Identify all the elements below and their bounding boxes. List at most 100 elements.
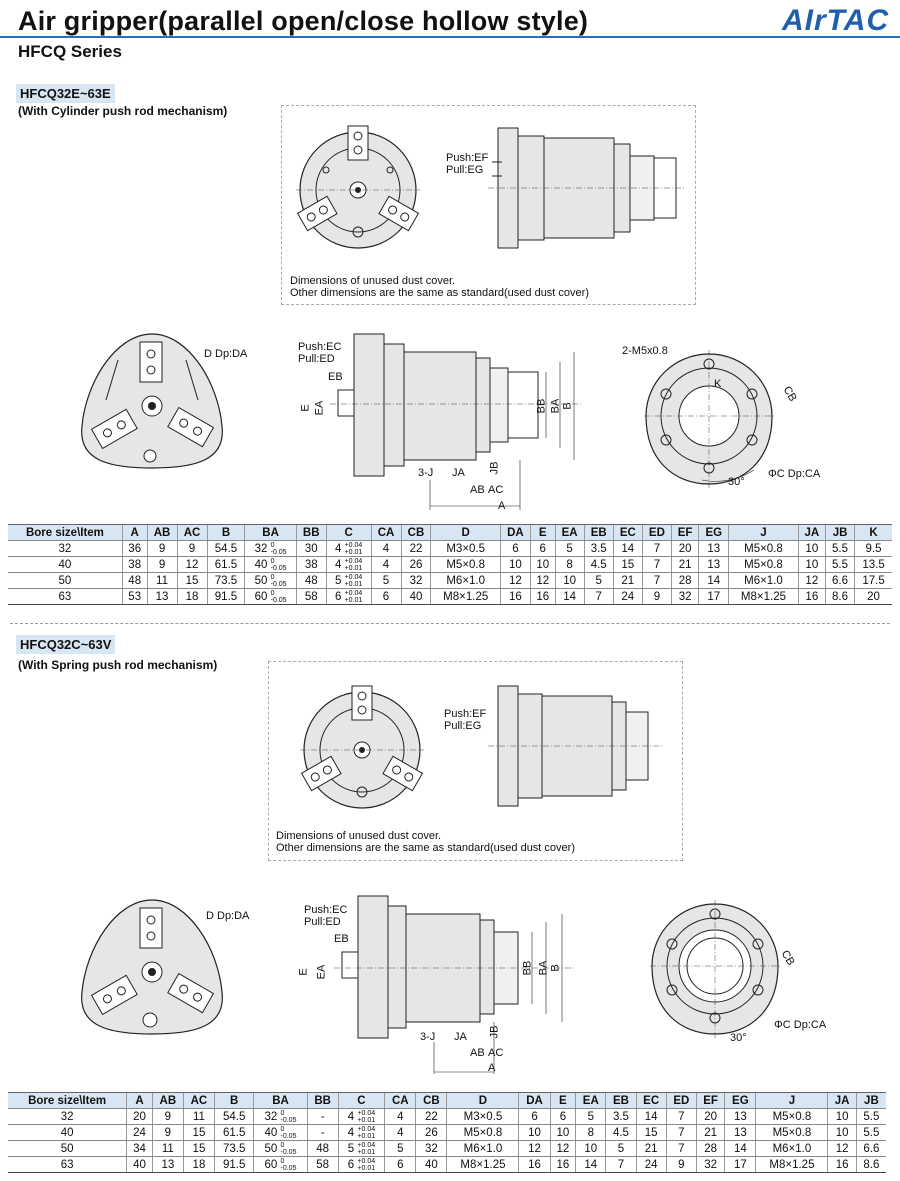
s1-c-dp-ca-label: ΦC Dp:CA (768, 468, 821, 480)
table-header-cell: JB (855, 1092, 886, 1109)
s2-jb-label: JB (488, 1025, 501, 1039)
table-cell: 17.5 (854, 572, 892, 589)
table-cell: 10 (827, 1108, 857, 1125)
table-cell: 4 (370, 556, 401, 573)
table-cell: 21 (670, 556, 699, 573)
s2-dustcover-front-view (300, 685, 424, 809)
table-cell: 34 (126, 1140, 153, 1157)
table-cell: 73.5 (206, 572, 245, 589)
table-header-cell: JA (827, 1092, 857, 1109)
tolerance: 0-0.05 (280, 1109, 297, 1124)
table-header-cell: C (325, 524, 372, 541)
table-cell: 10 (797, 540, 826, 557)
brand-logo: AIrTAC (782, 4, 890, 37)
s1-angle-label: 30° (728, 476, 745, 488)
table-cell: 10 (827, 1124, 857, 1141)
table-header-cell: J (728, 524, 799, 541)
s1-pull-eg-label: Pull:EG (446, 164, 484, 176)
table-cell: 61.5 (206, 556, 245, 573)
table-header-cell: C (337, 1092, 385, 1109)
table-cell: 16 (529, 588, 556, 605)
s2-a-label: A (488, 1062, 496, 1074)
table-cell: 40 (8, 1124, 127, 1141)
table-header-cell: JA (797, 524, 826, 541)
s1-note-line2: Other dimensions are the same as standar… (290, 287, 589, 299)
table-header-cell: EB (583, 524, 614, 541)
table-cell: 63 (8, 588, 123, 605)
s1-eb-label: EB (328, 371, 343, 383)
table-header-cell: EG (698, 524, 729, 541)
table-cell: 9 (146, 540, 178, 557)
table-cell: 13 (151, 1156, 184, 1173)
s2-ja-label: JA (454, 1031, 467, 1043)
table-cell: 4.5 (583, 556, 614, 573)
s2-eb-label: EB (334, 933, 349, 945)
table-cell: 14 (635, 1108, 667, 1125)
table-cell: 30 (295, 540, 327, 557)
table-cell: M8×1.25 (728, 588, 799, 605)
title-rule (0, 36, 900, 38)
table-cell: 50 (8, 1140, 127, 1157)
table-cell: 58 (295, 588, 327, 605)
table-cell: 40 (415, 1156, 447, 1173)
table-cell: 4 (370, 540, 401, 557)
tolerance: 0-0.05 (280, 1157, 297, 1172)
tolerance: 0-0.05 (270, 589, 287, 604)
table-cell: 12 (499, 572, 531, 589)
s2-ea-label: EA (315, 964, 328, 980)
table-cell: 38 (295, 556, 327, 573)
table-cell: 6.6 (855, 1140, 886, 1157)
table-cell: 9 (176, 540, 207, 557)
table-cell: 53 (121, 588, 148, 605)
s1-d-dp-da-label: D Dp:DA (204, 348, 248, 360)
s1-front-view (81, 333, 223, 469)
s1-ab-label: AB (470, 484, 485, 496)
table-cell: 8 (554, 556, 585, 573)
s2-b-label: B (549, 964, 562, 972)
table-cell: M8×1.25 (446, 1156, 519, 1173)
s1-push-ef-label: Push:EF (446, 152, 489, 164)
table-cell: 61.5 (213, 1124, 254, 1141)
s2-ab-label: AB (470, 1047, 485, 1059)
s1-bb-label: BB (535, 398, 548, 414)
table-cell: 20 (670, 540, 699, 557)
table-cell: 12 (518, 1140, 551, 1157)
table-cell: 12 (797, 572, 826, 589)
table-cell: 32 0-0.05 (244, 540, 297, 557)
s2-pull-eg-label: Pull:EG (444, 720, 482, 732)
table-header-cell: EF (695, 1092, 725, 1109)
table-cell: 20 (695, 1108, 725, 1125)
table-cell: 24 (126, 1124, 153, 1141)
s1-pull-ed-label: Pull:ED (298, 353, 335, 365)
table-cell: 12 (529, 572, 556, 589)
table-header-cell: D (446, 1092, 519, 1109)
table-header-cell: EG (724, 1092, 756, 1109)
table-cell: 26 (415, 1124, 447, 1141)
table-cell: 21 (612, 572, 643, 589)
s1-e-label: E (299, 404, 312, 412)
table-cell: 7 (641, 540, 672, 557)
tolerance: +0.04+0.01 (344, 573, 363, 588)
table-header-cell: EC (612, 524, 643, 541)
table-header-cell: AC (182, 1092, 215, 1109)
tolerance: +0.04+0.01 (344, 557, 363, 572)
table-header-cell: EB (605, 1092, 637, 1109)
s1-ac-label: AC (488, 484, 504, 496)
tolerance: +0.04+0.01 (344, 589, 363, 604)
s2-note-line1: Dimensions of unused dust cover. (276, 830, 442, 842)
table-cell: 14 (554, 588, 585, 605)
s2-dustcover-side-view (488, 685, 664, 807)
table-cell: 5 +0.04+0.01 (325, 572, 372, 589)
section1-subtitle: (With Cylinder push rod mechanism) (18, 104, 228, 118)
table-cell: M6×1.0 (430, 572, 501, 589)
table-cell: 7 (665, 1108, 697, 1125)
s2-c-dp-ca-label: ΦC Dp:CA (774, 1019, 827, 1031)
table-cell: 13 (724, 1124, 756, 1141)
s2-pull-ed-label: Pull:ED (304, 916, 341, 928)
table-cell: 16 (499, 588, 531, 605)
series-name: HFCQ Series (18, 42, 122, 61)
table-cell: 13 (724, 1108, 756, 1125)
table-cell: 50 (8, 572, 123, 589)
table-cell: 6 (529, 540, 556, 557)
